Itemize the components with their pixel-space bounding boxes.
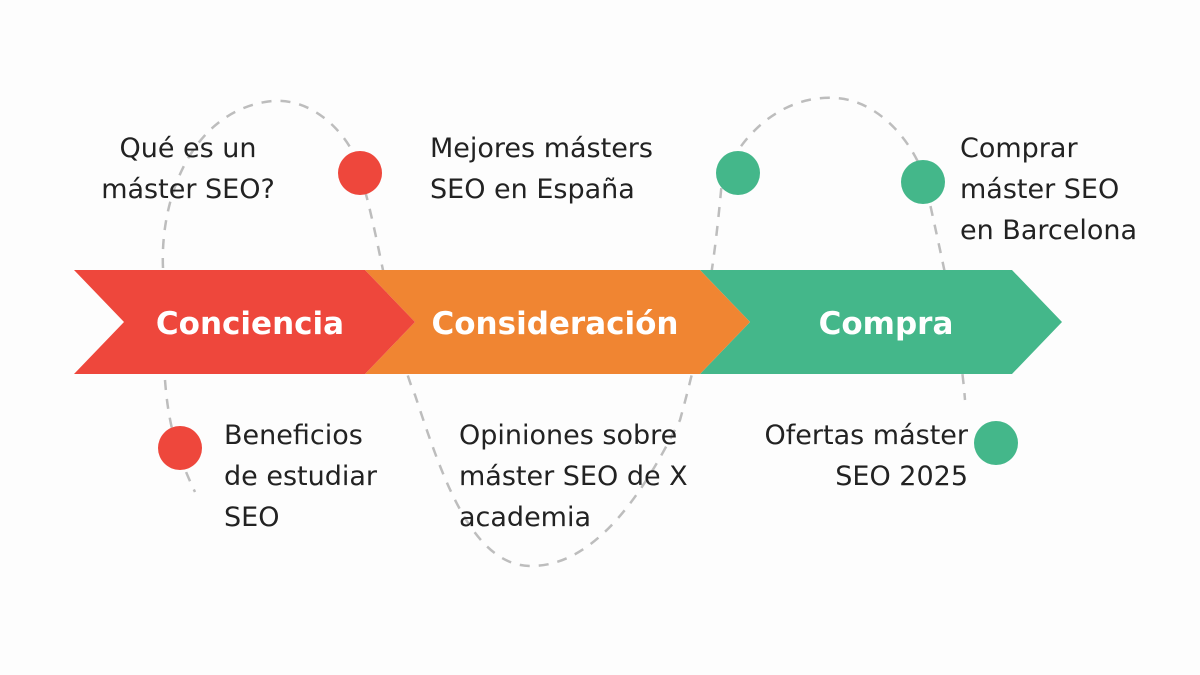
keyword-line: Opiniones sobre — [459, 420, 678, 451]
keyword-line: máster SEO de X — [459, 461, 688, 492]
keyword-line: Comprar — [960, 133, 1078, 164]
keyword-line: máster SEO? — [101, 174, 275, 205]
journey-path-tail — [163, 379, 197, 493]
stage-label-purchase: Compra — [819, 306, 954, 342]
keyword-line: SEO en España — [430, 174, 635, 205]
keyword-line: Beneficios — [224, 420, 363, 451]
keyword-line: academia — [459, 502, 592, 533]
keyword-line: en Barcelona — [960, 215, 1138, 246]
stage-arrow-awareness — [74, 270, 415, 374]
journey-dot-awareness-top — [338, 151, 382, 195]
journey-dot-purchase-mid — [716, 151, 760, 195]
keyword-consideration-bottom: Opiniones sobre máster SEO de X academia — [459, 415, 688, 538]
keyword-awareness-bottom: Beneficios de estudiar SEO — [224, 415, 377, 538]
stage-label-consideration: Consideración — [432, 306, 679, 342]
keyword-line: Qué es un — [119, 133, 257, 164]
stage-label-awareness: Conciencia — [156, 306, 344, 342]
stage-arrow-consideration — [365, 270, 750, 374]
keyword-line: Ofertas máster — [764, 420, 968, 451]
keyword-purchase-top: Comprar máster SEO en Barcelona — [960, 128, 1137, 251]
keyword-line: Mejores másters — [430, 133, 653, 164]
keyword-awareness-top: Qué es un máster SEO? — [88, 128, 288, 210]
journey-dot-awareness-bottom — [158, 426, 202, 470]
keyword-line: SEO — [224, 502, 280, 533]
keyword-purchase-bottom: Ofertas máster SEO 2025 — [740, 415, 968, 497]
keyword-consideration-top: Mejores másters SEO en España — [430, 128, 653, 210]
journey-dot-purchase-top — [901, 160, 945, 204]
stage-arrow-purchase — [700, 270, 1062, 374]
journey-dot-purchase-bottom — [974, 421, 1018, 465]
keyword-line: SEO 2025 — [835, 461, 968, 492]
keyword-line: máster SEO — [960, 174, 1120, 205]
keyword-line: de estudiar — [224, 461, 377, 492]
